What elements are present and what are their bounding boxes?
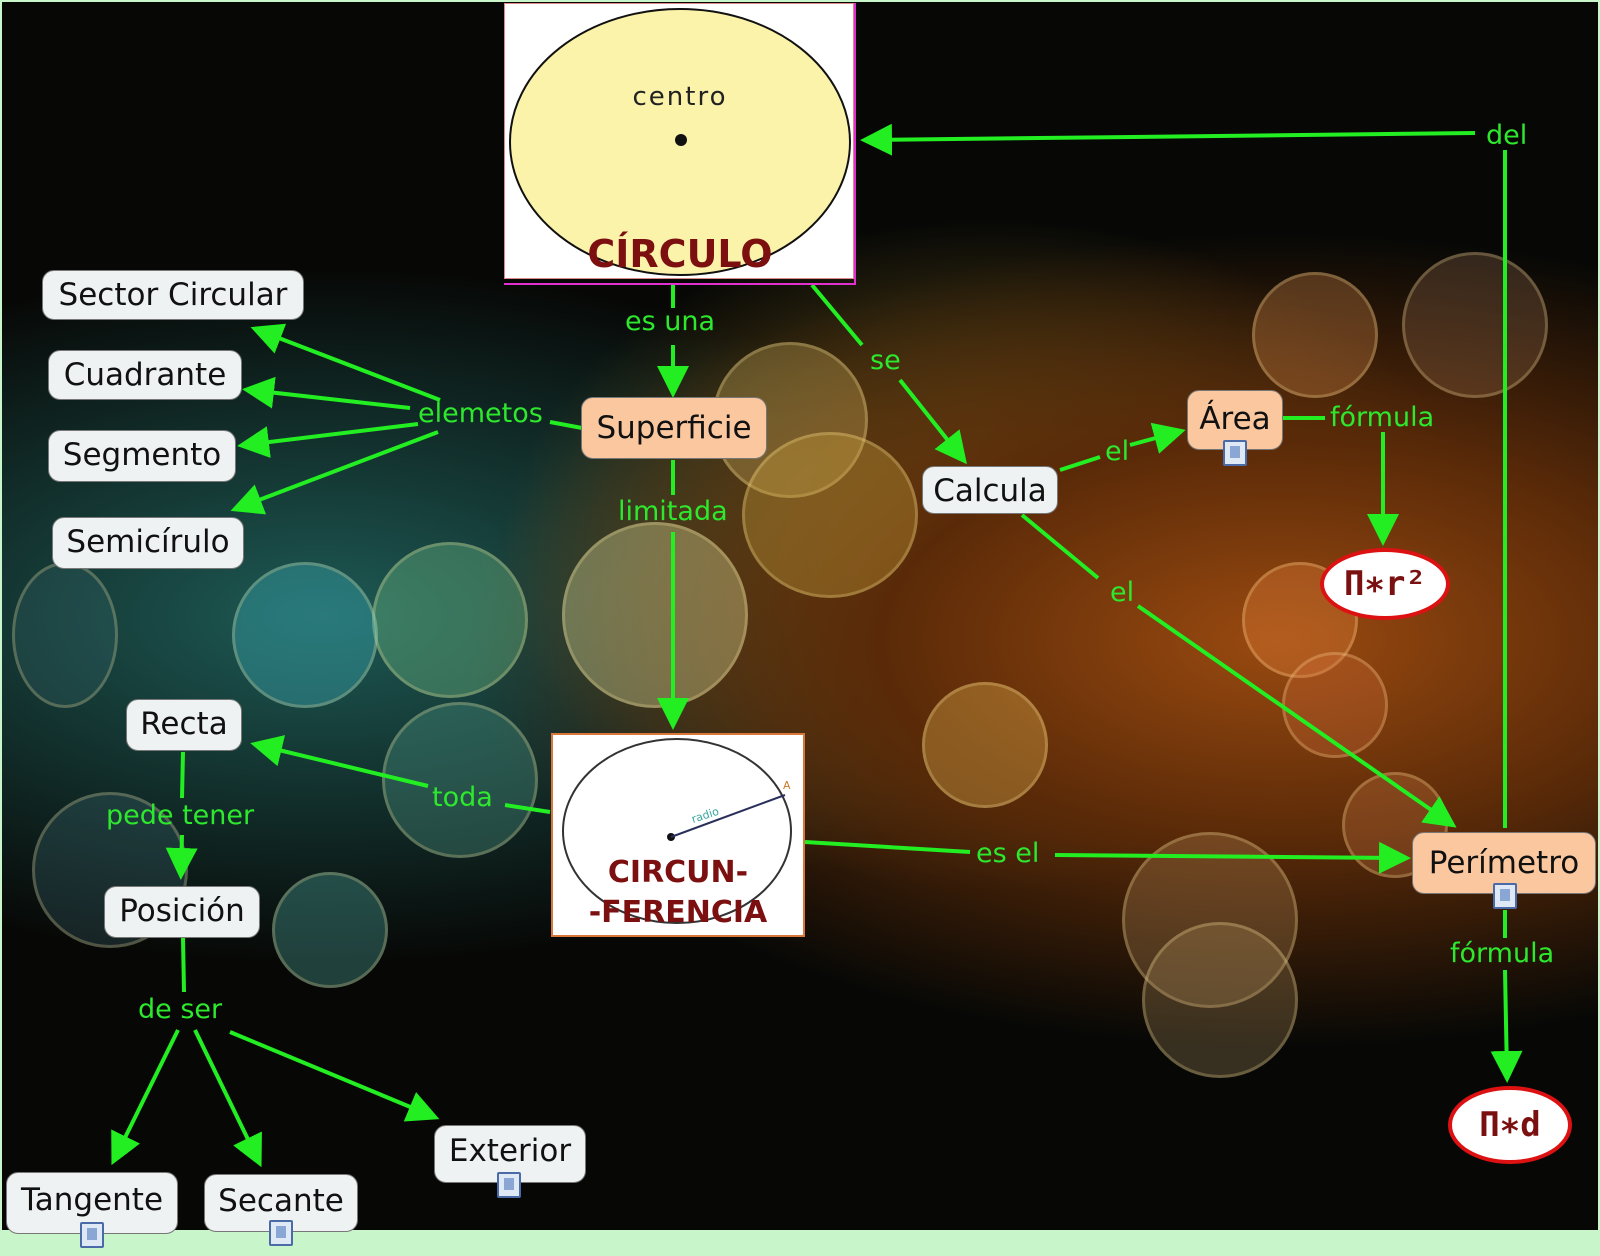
link-deser-exterior	[229, 1030, 440, 1122]
bokeh-circle	[1282, 652, 1388, 758]
bokeh-circle	[1402, 252, 1548, 398]
link-label-es-el: es el	[976, 838, 1040, 869]
link-label-se: se	[870, 345, 901, 376]
link-deser-secante	[193, 1029, 262, 1168]
link-formula-perimetro-result	[1490, 969, 1523, 1083]
center-point	[675, 134, 687, 146]
perimetro-attachment-icon[interactable]	[1493, 883, 1517, 909]
circunferencia-shape	[562, 738, 792, 924]
link-label-el-perimetro: el	[1110, 577, 1135, 608]
recta-node[interactable]: Recta	[126, 699, 242, 751]
perimetro-label: Perímetro	[1428, 845, 1580, 881]
circulo-title: CÍRCULO	[587, 232, 773, 276]
bokeh-circle	[1142, 922, 1298, 1078]
semicirulo-node[interactable]: Semicírulo	[52, 517, 244, 569]
link-label-es-una: es una	[625, 306, 716, 337]
bokeh-circle	[922, 682, 1048, 808]
area-formula-node[interactable]: Π∗r²	[1320, 548, 1450, 620]
link-label-formula-perimetro: fórmula	[1450, 938, 1555, 969]
secante-attachment-icon[interactable]	[269, 1220, 293, 1246]
radio-label: radio	[690, 805, 721, 826]
circunferencia-title-line1: CIRCUN-	[607, 855, 749, 890]
posicion-node[interactable]: Posición	[104, 886, 260, 938]
link-label-de-ser: de ser	[138, 994, 223, 1025]
link-label-elemetos: elemetos	[418, 398, 543, 429]
link-superficie-elemetos	[549, 420, 583, 430]
centro-label: centro	[632, 82, 728, 112]
link-recta-pedetener	[180, 751, 185, 799]
calcula-node[interactable]: Calcula	[922, 466, 1058, 514]
link-label-limitada: limitada	[618, 496, 728, 527]
link-calcula-el-perimetro	[1020, 513, 1100, 580]
link-elemetos-semicirulo	[230, 430, 439, 515]
radius-line	[670, 794, 786, 838]
link-deser-tangente	[111, 1029, 180, 1166]
link-circunferencia-toda	[504, 803, 551, 814]
circunferencia-title-line2: -FERENCIA	[588, 895, 768, 930]
sector-circular-node[interactable]: Sector Circular	[42, 270, 304, 320]
bokeh-circle	[562, 522, 748, 708]
bokeh-circle	[12, 562, 118, 708]
cuadrante-node[interactable]: Cuadrante	[48, 350, 242, 400]
circle-drawing	[509, 8, 851, 276]
link-esel-perimetro	[1054, 841, 1411, 874]
bokeh-circle	[272, 872, 388, 988]
point-a-label: A	[783, 779, 791, 792]
link-circunferencia-esel	[804, 840, 971, 854]
circunferencia-drawing: radio A	[562, 738, 792, 924]
tangente-attachment-icon[interactable]	[80, 1222, 104, 1248]
link-circulo-se	[810, 283, 864, 347]
circunferencia-title: CIRCUN- -FERENCIA	[553, 853, 803, 933]
link-del-circulo	[860, 123, 1476, 156]
link-toda-recta	[250, 735, 429, 788]
link-pedetener-posicion	[165, 834, 198, 880]
circunferencia-node[interactable]: radio A CIRCUN- -FERENCIA	[551, 733, 805, 937]
exterior-attachment-icon[interactable]	[497, 1172, 521, 1198]
link-label-del: del	[1486, 120, 1528, 151]
superficie-node[interactable]: Superficie	[581, 397, 767, 459]
perimetro-formula-node[interactable]: Π∗d	[1448, 1086, 1572, 1164]
segmento-node[interactable]: Segmento	[48, 430, 236, 482]
link-label-formula-area: fórmula	[1330, 402, 1435, 433]
area-label: Área	[1199, 401, 1271, 437]
link-elemetos-segmento	[237, 422, 419, 458]
link-label-pede-tener: pede tener	[106, 800, 255, 831]
bokeh-circle	[742, 432, 918, 598]
link-elemetos-cuadrante	[242, 376, 411, 410]
bokeh-circle	[1252, 272, 1378, 398]
link-posicion-deser	[181, 937, 186, 993]
circulo-frame-shadow	[504, 3, 856, 285]
link-el-area	[1129, 422, 1186, 454]
circulo-node[interactable]: centro CÍRCULO	[504, 3, 854, 279]
link-label-toda: toda	[432, 782, 493, 813]
link-el-perimetro	[1136, 604, 1457, 828]
link-se-calcula	[898, 378, 967, 465]
area-attachment-icon[interactable]	[1223, 440, 1247, 466]
bokeh-circle	[232, 562, 378, 708]
perimetro-node[interactable]: Perímetro	[1412, 832, 1596, 894]
link-elemetos-sector	[250, 323, 441, 402]
link-calcula-el-area	[1059, 455, 1101, 472]
link-label-el-area: el	[1105, 436, 1130, 467]
